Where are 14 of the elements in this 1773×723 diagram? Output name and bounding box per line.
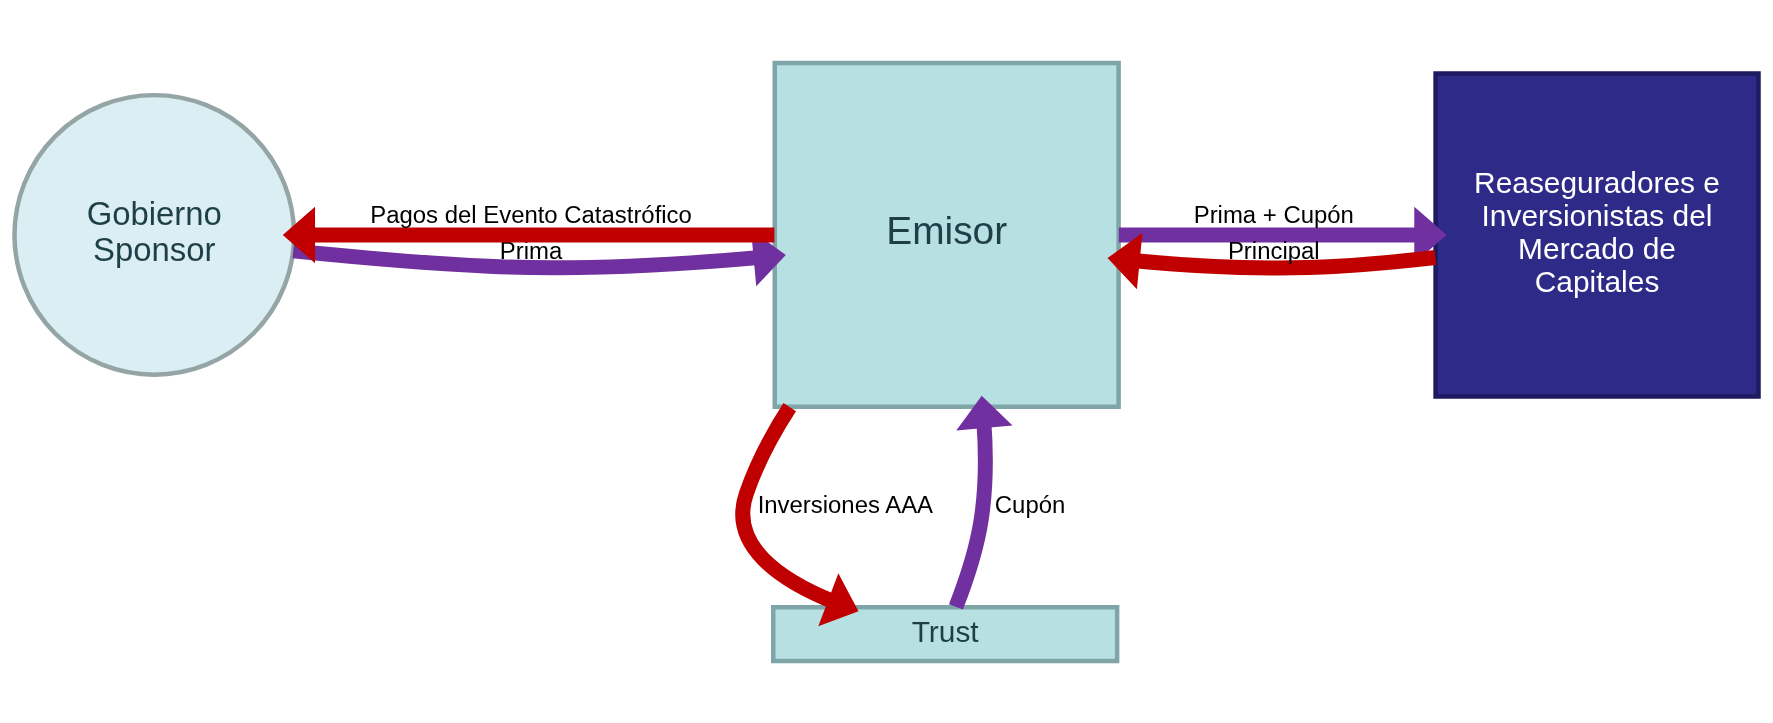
node-box: Reaseguradores e Inversionistas del Mercado de Capitales [1433, 70, 1761, 399]
edge-label: Prima [499, 236, 563, 264]
node-circle: Gobierno Sponsor [12, 92, 297, 377]
edge-label: Principal [1227, 236, 1320, 264]
node-box: Emisor [772, 60, 1121, 409]
edge-label: Cupón [994, 490, 1066, 518]
edge-label: Prima + Cupón [1193, 200, 1354, 228]
arrow [735, 402, 859, 626]
node-box: Trust [771, 604, 1120, 663]
arrow [1107, 232, 1437, 289]
arrow [948, 395, 1013, 610]
edge-label: Inversiones AAA [757, 490, 932, 518]
edge-label: Pagos del Evento Catastrófico [370, 200, 692, 228]
arrow [282, 206, 775, 263]
